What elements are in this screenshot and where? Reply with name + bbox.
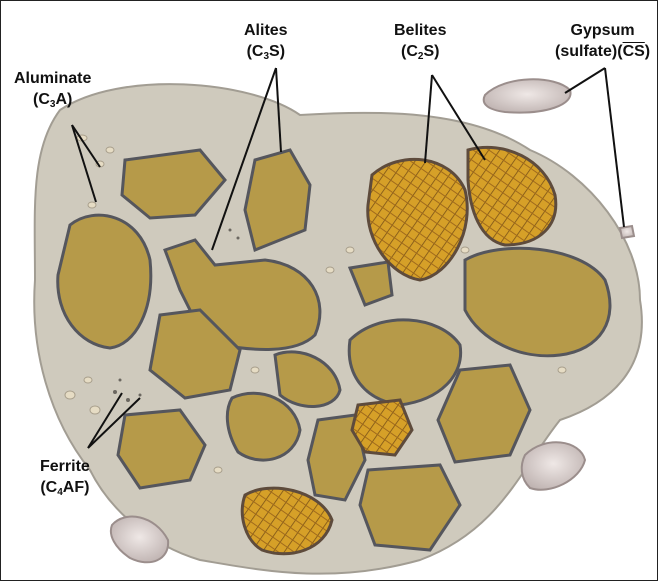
aluminate-speck <box>88 202 96 208</box>
aluminate-speck <box>251 367 259 373</box>
gypsum-formula: (sulfate)(CS) <box>555 41 650 62</box>
gypsum-leader <box>565 68 605 93</box>
gypsum-grain <box>620 226 634 238</box>
aluminate-label: Aluminate (C3A) <box>14 68 91 110</box>
aluminate-speck <box>214 467 222 473</box>
gypsum-grain <box>522 442 585 489</box>
alites-formula: (C3S) <box>244 41 288 62</box>
belites-name: Belites <box>394 20 446 41</box>
aluminate-speck <box>346 247 354 253</box>
ferrite-label: Ferrite (C4AF) <box>40 456 90 498</box>
gypsum-grain <box>484 79 571 112</box>
belites-label: Belites (C2S) <box>394 20 446 62</box>
gypsum-name: Gypsum <box>555 20 650 41</box>
belites-formula: (C2S) <box>394 41 446 62</box>
ferrite-speck <box>237 237 240 240</box>
ferrite-speck <box>229 229 232 232</box>
alites-label: Alites (C3S) <box>244 20 288 62</box>
ferrite-speck <box>119 379 122 382</box>
gypsum-leader <box>605 68 624 227</box>
aluminate-speck <box>461 247 469 253</box>
aluminate-speck <box>106 147 114 153</box>
ferrite-speck <box>139 394 142 397</box>
ferrite-speck <box>113 390 117 394</box>
aluminate-speck <box>90 406 100 414</box>
ferrite-name: Ferrite <box>40 456 90 477</box>
aluminate-speck <box>84 377 92 383</box>
alites-name: Alites <box>244 20 288 41</box>
aluminate-name: Aluminate <box>14 68 91 89</box>
aluminate-speck <box>558 367 566 373</box>
gypsum-label: Gypsum (sulfate)(CS) <box>555 20 650 62</box>
aluminate-speck <box>326 267 334 273</box>
ferrite-formula: (C4AF) <box>40 477 90 498</box>
ferrite-speck <box>126 398 130 402</box>
aluminate-speck <box>65 391 75 399</box>
aluminate-formula: (C3A) <box>14 89 91 110</box>
